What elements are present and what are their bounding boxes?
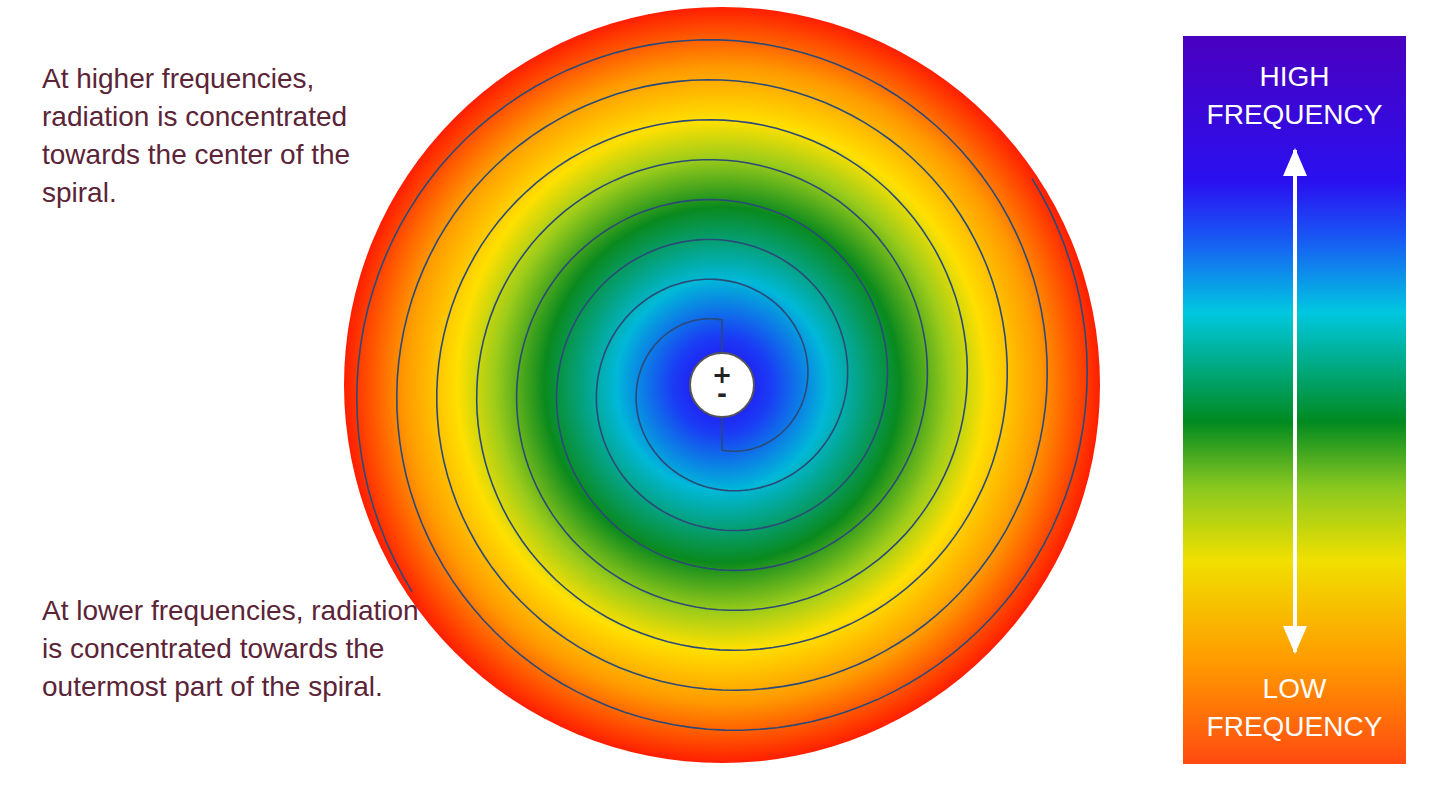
frequency-scale-bar (1183, 36, 1406, 764)
note-text: At higher frequencies, radiation is conc… (42, 60, 422, 212)
arrow-head (1283, 626, 1307, 654)
double-arrow (1293, 150, 1297, 652)
terminal-circle: +- (689, 352, 755, 418)
scale-label: LOW FREQUENCY (1192, 670, 1397, 746)
spiral-arm (357, 40, 1047, 691)
scale-label: HIGH FREQUENCY (1192, 58, 1397, 134)
polarity-sign: + (712, 366, 732, 385)
polarity-sign: - (717, 385, 727, 404)
frequency-disc (344, 7, 1100, 763)
arrow-head (1283, 148, 1307, 176)
frequency-scale: HIGH FREQUENCY LOW FREQUENCY (1183, 36, 1406, 764)
note-text: At lower frequencies, radiation is conce… (42, 592, 422, 706)
